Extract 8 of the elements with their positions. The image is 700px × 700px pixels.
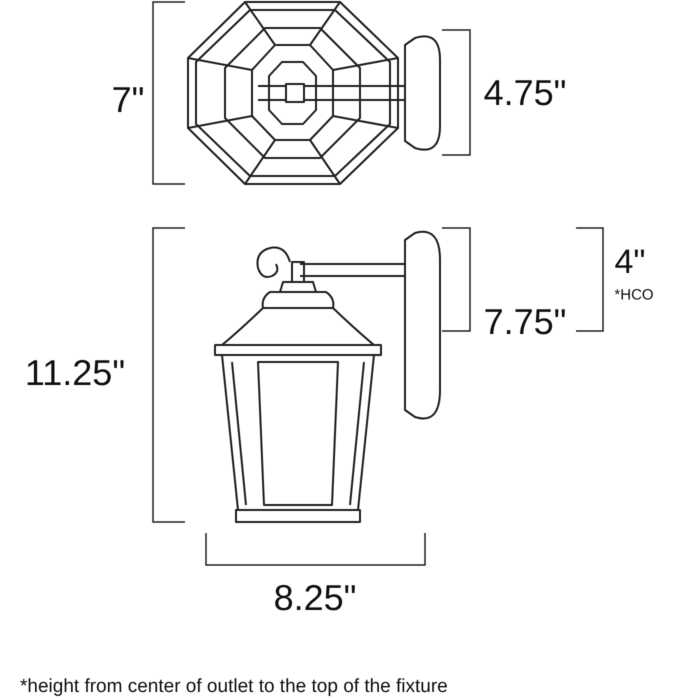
dimension-label: 7.75"	[484, 304, 566, 340]
dimension-label: 7"	[112, 82, 144, 118]
dimension-label: 11.25"	[24, 355, 126, 391]
dimension-label: 4.75"	[484, 75, 566, 111]
footnote: *height from center of outlet to the top of the fixture	[20, 677, 448, 696]
dimension-label: 4"	[614, 245, 646, 279]
dimension-label: 8.25"	[274, 580, 356, 616]
dimension-label: *HCO	[614, 288, 654, 302]
